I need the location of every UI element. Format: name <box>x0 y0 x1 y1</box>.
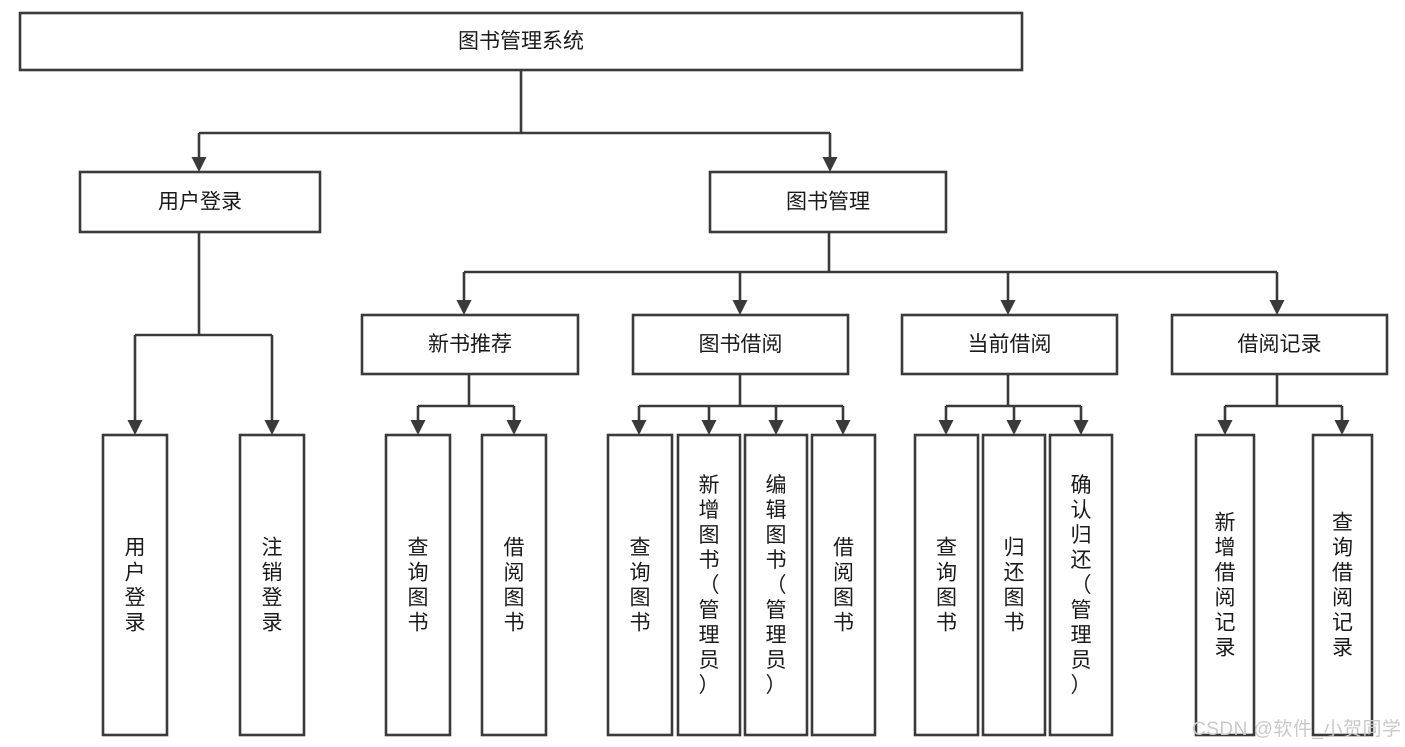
node-box-leaf-return-book[interactable] <box>981 433 1047 737</box>
node-label-leaf-query-borrow-record: 查询借阅记录 <box>1332 512 1353 660</box>
node-box-leaf-borrow-book-recommend[interactable] <box>480 433 548 737</box>
node-leaf-borrow-book-recommend[interactable]: 借阅图书 <box>480 433 548 737</box>
node-leaf-query-borrow-record[interactable]: 查询借阅记录 <box>1311 433 1374 737</box>
node-leaf-query-book-current[interactable]: 查询图书 <box>913 433 980 737</box>
node-box-leaf-query-borrow-record[interactable] <box>1311 433 1374 737</box>
node-box-leaf-query-book-current[interactable] <box>913 433 980 737</box>
node-label-borrow-record: 借阅记录 <box>1238 333 1322 356</box>
node-box-current-borrow[interactable] <box>900 313 1119 376</box>
node-book-borrow[interactable]: 图书借阅 <box>631 313 850 376</box>
node-box-leaf-add-borrow-record[interactable] <box>1194 433 1256 737</box>
node-box-book-management[interactable] <box>708 170 948 234</box>
node-box-root[interactable] <box>18 11 1024 72</box>
leaf-arrow-3-head <box>701 420 717 435</box>
csdn-watermark: CSDN @软件_小贺同学 <box>1192 719 1402 740</box>
node-label-leaf-user-login: 用户登录 <box>125 537 146 635</box>
node-label-current-borrow: 当前借阅 <box>968 333 1052 356</box>
node-user-login[interactable]: 用户登录 <box>78 170 322 234</box>
leaf-arrow-0-head <box>410 420 426 435</box>
book-mgmt-arrow-3-head <box>1269 300 1285 315</box>
leaf-arrow-6-head <box>938 420 954 435</box>
node-label-leaf-confirm-return-admin: 确认归还（管理员） <box>1071 474 1092 697</box>
node-label-root: 图书管理系统 <box>458 30 584 53</box>
node-box-leaf-confirm-return-admin[interactable] <box>1048 433 1114 737</box>
book-mgmt-arrow-0-head <box>456 300 472 315</box>
node-label-leaf-add-borrow-record: 新增借阅记录 <box>1215 512 1236 660</box>
node-leaf-query-book-recommend[interactable]: 查询图书 <box>384 433 452 737</box>
node-label-book-borrow: 图书借阅 <box>699 333 783 356</box>
node-box-user-login[interactable] <box>78 170 322 234</box>
user-login-arrow-0-head <box>127 420 143 435</box>
node-label-leaf-borrow-book: 借阅图书 <box>833 537 854 635</box>
node-current-borrow[interactable]: 当前借阅 <box>900 313 1119 376</box>
node-label-book-management: 图书管理 <box>786 191 870 214</box>
node-leaf-user-logout[interactable]: 注销登录 <box>238 433 306 737</box>
node-box-leaf-borrow-book[interactable] <box>810 433 877 737</box>
node-box-new-book-recommend[interactable] <box>360 313 580 376</box>
book-mgmt-arrow-1-head <box>732 300 748 315</box>
leaf-arrow-8-head <box>1073 420 1089 435</box>
node-label-leaf-add-book-admin: 新增图书（管理员） <box>699 474 720 697</box>
node-box-leaf-user-logout[interactable] <box>238 433 306 737</box>
node-leaf-query-book-borrow[interactable]: 查询图书 <box>606 433 674 737</box>
node-label-leaf-query-book-current: 查询图书 <box>936 537 957 635</box>
leaf-arrow-7-head <box>1006 420 1022 435</box>
leaf-arrow-10-head <box>1334 420 1350 435</box>
leaf-arrow-4-head <box>768 420 784 435</box>
root-arrow-1-head <box>822 157 838 172</box>
node-box-leaf-add-book-admin[interactable] <box>676 433 742 737</box>
node-leaf-add-book-admin[interactable]: 新增图书（管理员） <box>676 433 742 737</box>
node-label-leaf-edit-book-admin: 编辑图书（管理员） <box>766 474 787 697</box>
node-box-borrow-record[interactable] <box>1170 313 1389 376</box>
user-login-arrow-1-head <box>264 420 280 435</box>
node-label-user-login: 用户登录 <box>158 191 242 214</box>
node-box-leaf-query-book-recommend[interactable] <box>384 433 452 737</box>
node-new-book-recommend[interactable]: 新书推荐 <box>360 313 580 376</box>
node-leaf-user-login[interactable]: 用户登录 <box>101 433 169 737</box>
node-leaf-confirm-return-admin[interactable]: 确认归还（管理员） <box>1048 433 1114 737</box>
node-book-management[interactable]: 图书管理 <box>708 170 948 234</box>
node-root[interactable]: 图书管理系统 <box>18 11 1024 72</box>
leaf-arrow-1-head <box>506 420 522 435</box>
node-box-leaf-query-book-borrow[interactable] <box>606 433 674 737</box>
node-label-leaf-query-book-borrow: 查询图书 <box>630 537 651 635</box>
connector-layer <box>127 70 1350 435</box>
node-label-leaf-borrow-book-recommend: 借阅图书 <box>504 537 525 635</box>
node-label-leaf-user-logout: 注销登录 <box>262 537 283 635</box>
node-leaf-add-borrow-record[interactable]: 新增借阅记录 <box>1194 433 1256 737</box>
node-box-book-borrow[interactable] <box>631 313 850 376</box>
node-layer: 图书管理系统用户登录图书管理新书推荐图书借阅当前借阅借阅记录用户登录注销登录查询… <box>18 11 1389 737</box>
node-leaf-return-book[interactable]: 归还图书 <box>981 433 1047 737</box>
node-borrow-record[interactable]: 借阅记录 <box>1170 313 1389 376</box>
root-arrow-0-head <box>191 157 207 172</box>
leaf-arrow-9-head <box>1217 420 1233 435</box>
node-label-new-book-recommend: 新书推荐 <box>428 333 512 356</box>
node-leaf-edit-book-admin[interactable]: 编辑图书（管理员） <box>743 433 809 737</box>
book-mgmt-arrow-2-head <box>1000 300 1016 315</box>
node-box-leaf-edit-book-admin[interactable] <box>743 433 809 737</box>
node-label-leaf-return-book: 归还图书 <box>1004 537 1025 635</box>
node-label-leaf-query-book-recommend: 查询图书 <box>408 537 429 635</box>
leaf-arrow-5-head <box>835 420 851 435</box>
node-leaf-borrow-book[interactable]: 借阅图书 <box>810 433 877 737</box>
node-box-leaf-user-login[interactable] <box>101 433 169 737</box>
leaf-arrow-2-head <box>631 420 647 435</box>
